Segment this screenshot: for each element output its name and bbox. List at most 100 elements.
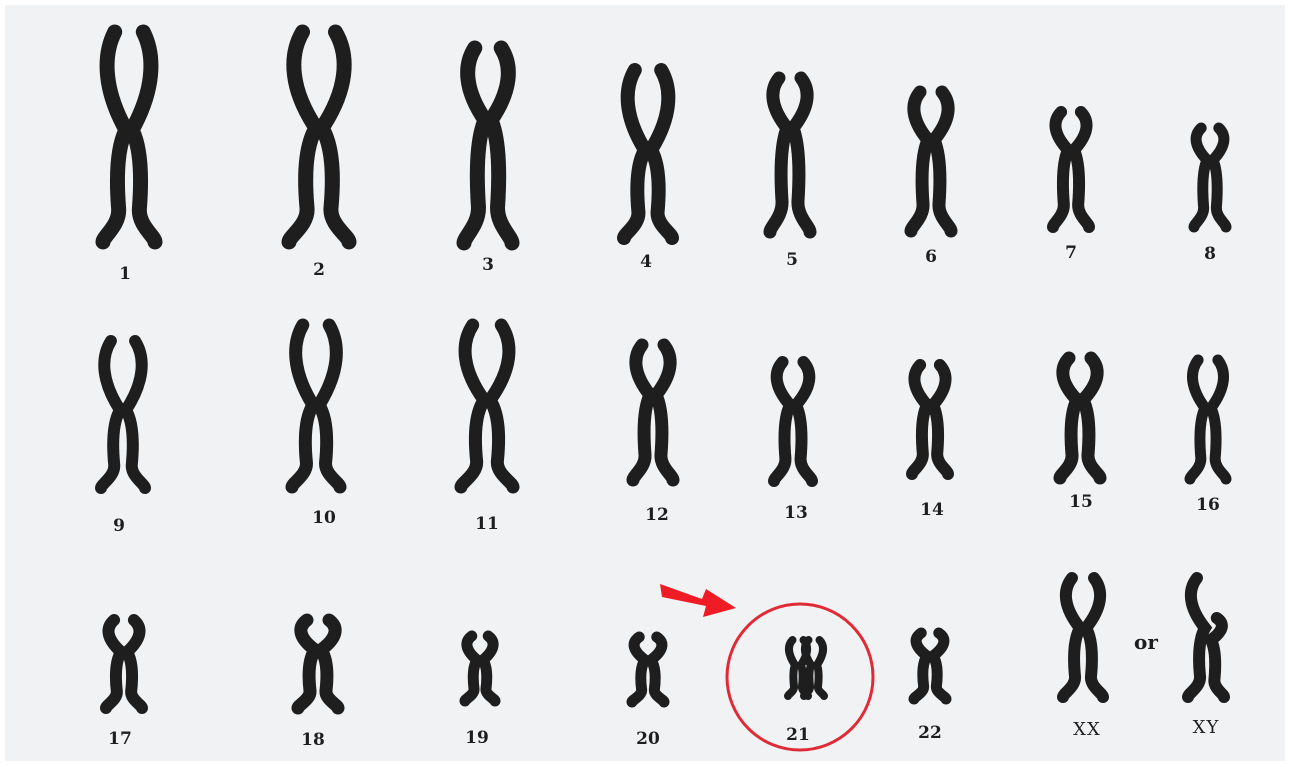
chromosome-pair-10-right-chromatid [319,325,340,487]
chromosome-pair-20-left-chromatid [632,637,645,702]
sex-label-xx: XX [1073,721,1101,739]
pair-label-18: 18 [301,732,325,749]
chromosome-pair-16-left-chromatid [1190,360,1205,479]
chromosome-pair-9 [101,341,145,488]
pair-label-15: 15 [1069,494,1093,511]
chromosome-pair-21-left-chromatid [788,640,795,696]
chromosome-pair-20-right-chromatid [651,637,664,702]
pair-label-20: 20 [636,731,660,748]
chromosome-pair-18 [298,620,338,708]
chromosome-pair-12 [633,345,673,480]
chromosome-21-extra-copy-right-chromatid [817,640,824,696]
pair-label-21: 21 [786,727,810,744]
pair-label-19: 19 [465,730,489,747]
chromosome-pair-14-left-chromatid [912,365,927,474]
chromosome-pair-18-left-chromatid [298,620,315,708]
chromosome-pair-1-right-chromatid [132,32,155,242]
chromosome-pair-17 [106,620,142,708]
chromosome-pair-16 [1190,360,1226,479]
pair-label-1: 1 [119,266,131,283]
chromosome-pair-20 [632,637,664,702]
chromosome-pair-5 [770,78,810,232]
pair-label-9: 9 [113,518,125,535]
or-label: or [1134,632,1158,652]
chromosome-pair-14-right-chromatid [933,365,948,474]
trisomy-arrow-icon [660,584,736,617]
chromosome-group [101,32,1226,708]
chromosome-pair-17-left-chromatid [106,620,121,708]
chromosome-pair-8 [1194,128,1226,227]
chromosome-pair-6 [911,92,951,231]
chromosome-xx [1063,578,1103,697]
chromosome-pair-1-left-chromatid [103,32,126,242]
chromosome-21-extra-copy [804,640,824,696]
chromosome-pair-2-right-chromatid [322,32,349,242]
pair-label-14: 14 [920,502,944,519]
pair-label-8: 8 [1204,246,1216,263]
chromosome-xx-left-chromatid [1063,578,1080,697]
chromosome-pair-19 [465,636,495,701]
chromosome-pair-12-right-chromatid [656,345,673,480]
pair-label-22: 22 [918,725,942,742]
pair-label-2: 2 [313,262,325,279]
pair-label-7: 7 [1065,245,1077,262]
chromosome-pair-4 [624,70,672,238]
chromosome-pair-4-left-chromatid [624,70,645,238]
chromosome-pair-13-left-chromatid [774,362,790,481]
chromosome-pair-9-right-chromatid [126,341,145,488]
chromosome-pair-5-left-chromatid [770,78,787,232]
chromosome-pair-11-left-chromatid [461,325,484,487]
chromosome-pair-15-right-chromatid [1083,358,1100,478]
chromosome-pair-19-right-chromatid [483,636,495,701]
chromosome-xy-x-chromatid [1188,578,1205,697]
chromosome-pair-10-left-chromatid [292,325,313,487]
chromosome-pair-11 [461,325,513,487]
chromosome-pair-15 [1060,358,1100,478]
pair-label-13: 13 [784,505,808,522]
chromosome-pair-19-left-chromatid [465,636,477,701]
pair-label-11: 11 [475,516,499,533]
chromosome-pair-3-right-chromatid [491,48,512,243]
chromosome-pair-4-right-chromatid [651,70,672,238]
chromosome-xx-right-chromatid [1086,578,1103,697]
chromosome-pair-22 [914,633,946,699]
chromosome-pair-22-right-chromatid [933,633,946,699]
chromosome-pair-8-right-chromatid [1213,128,1226,227]
chromosome-xy [1188,578,1224,697]
chromosome-pair-11-right-chromatid [490,325,513,487]
chromosome-pair-7 [1053,112,1089,227]
pair-label-5: 5 [786,252,798,269]
pair-label-17: 17 [108,731,132,748]
chromosome-pair-14 [912,365,948,474]
chromosome-pair-1 [103,32,155,242]
chromosome-pair-5-right-chromatid [793,78,810,232]
chromosome-xy-y-chromatid [1211,618,1224,697]
chromosome-pair-13-right-chromatid [796,362,812,481]
chromosome-pair-15-left-chromatid [1060,358,1077,478]
pair-label-3: 3 [482,257,494,274]
chromosome-pair-8-left-chromatid [1194,128,1207,227]
chromosome-pair-3 [464,48,512,243]
chromosome-pair-6-right-chromatid [934,92,951,231]
chromosome-pair-22-left-chromatid [914,633,927,699]
chromosome-pair-2-left-chromatid [289,32,316,242]
chromosome-pair-13 [774,362,812,481]
pair-label-10: 10 [312,510,336,527]
chromosome-pair-9-left-chromatid [101,341,120,488]
chromosome-pair-12-left-chromatid [633,345,650,480]
chromosome-pair-16-right-chromatid [1211,360,1226,479]
pair-label-4: 4 [640,254,652,271]
pair-label-6: 6 [925,249,937,266]
chromosome-pair-2 [289,32,349,242]
chromosome-pair-7-left-chromatid [1053,112,1068,227]
chromosome-pair-6-left-chromatid [911,92,928,231]
chromosome-pair-17-right-chromatid [127,620,142,708]
chromosome-pair-10 [292,325,340,487]
pair-label-16: 16 [1196,497,1220,514]
chromosome-pair-3-left-chromatid [464,48,485,243]
chromosome-pair-18-right-chromatid [321,620,338,708]
chromosome-pair-7-right-chromatid [1074,112,1089,227]
sex-label-xy: XY [1193,719,1220,737]
